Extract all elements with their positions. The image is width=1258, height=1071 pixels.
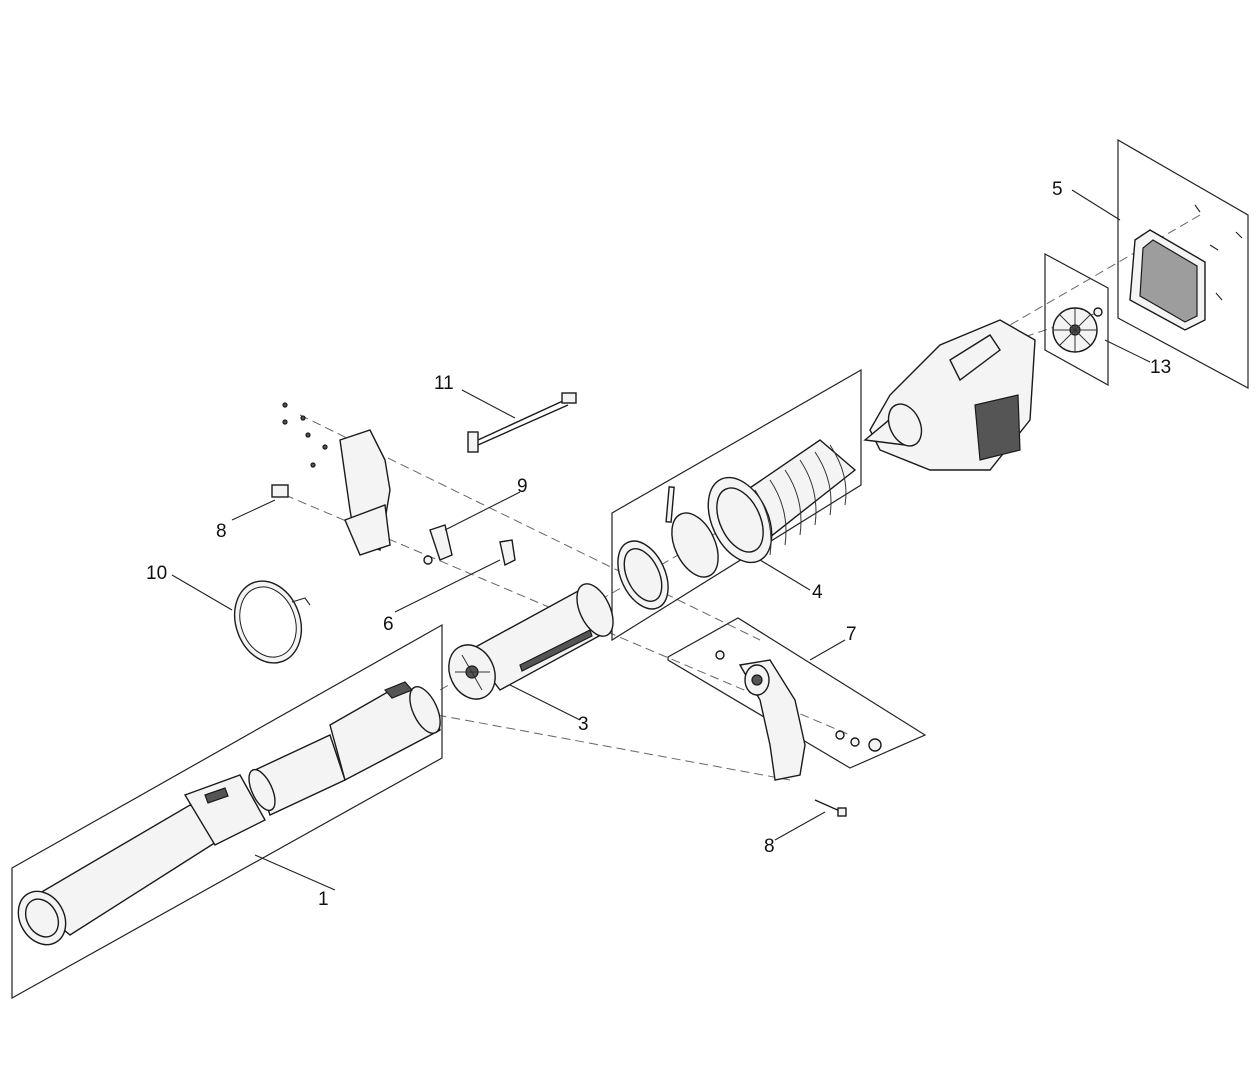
leader-10 xyxy=(171,574,233,611)
leader-7 xyxy=(809,639,846,661)
fan-impeller-icon xyxy=(1052,307,1103,353)
callout-6: 6 xyxy=(383,614,394,635)
latch-icon xyxy=(499,539,516,567)
panel-grille-group xyxy=(1117,138,1249,390)
callouts: 1 3 4 5 6 7 8 8 9 10 11 13 xyxy=(146,179,1171,910)
panel-fan-group xyxy=(1044,252,1109,387)
leader-9 xyxy=(444,491,521,531)
leader-1 xyxy=(254,854,336,891)
leader-8a xyxy=(231,499,276,521)
callout-4: 4 xyxy=(812,582,823,603)
callout-3: 3 xyxy=(578,714,589,735)
panel-tube-group xyxy=(11,623,443,1000)
blower-tube-icon xyxy=(17,681,441,946)
leader-5 xyxy=(1071,189,1121,221)
callout-13: 13 xyxy=(1150,357,1171,378)
leader-8b xyxy=(774,811,826,841)
axis-line-hose xyxy=(599,524,731,601)
callout-1: 1 xyxy=(318,889,329,910)
callout-9: 9 xyxy=(517,476,528,497)
callout-8-upper: 8 xyxy=(216,521,227,542)
leader-3 xyxy=(509,684,581,721)
panel-handle-group xyxy=(667,617,927,769)
callout-10: 10 xyxy=(146,563,167,584)
long-screw-icon xyxy=(814,799,847,817)
leader-11 xyxy=(461,389,516,419)
trigger-icon xyxy=(423,524,453,565)
handle-icon xyxy=(715,650,882,781)
flex-hose-icon xyxy=(617,439,857,610)
leader-4 xyxy=(759,559,811,591)
callout-11: 11 xyxy=(434,373,454,394)
panel-hose-group xyxy=(611,368,862,642)
nozzle-adapter-icon xyxy=(448,583,614,700)
callout-7: 7 xyxy=(846,624,857,645)
leader-6 xyxy=(394,559,501,613)
callout-8-lower: 8 xyxy=(764,836,775,857)
inlet-grille-icon xyxy=(1129,204,1243,331)
motor-housing-icon xyxy=(863,319,1036,471)
leader-lines xyxy=(171,189,1151,891)
screw-icon xyxy=(271,484,289,498)
upper-handle-icon xyxy=(282,402,391,556)
wire-harness-icon xyxy=(467,392,577,453)
leader-13 xyxy=(1104,339,1151,363)
callout-5: 5 xyxy=(1052,179,1063,200)
strap-ring-icon xyxy=(233,580,311,664)
axis-line-grille xyxy=(1009,214,1201,326)
axis-line-handle xyxy=(409,709,791,781)
